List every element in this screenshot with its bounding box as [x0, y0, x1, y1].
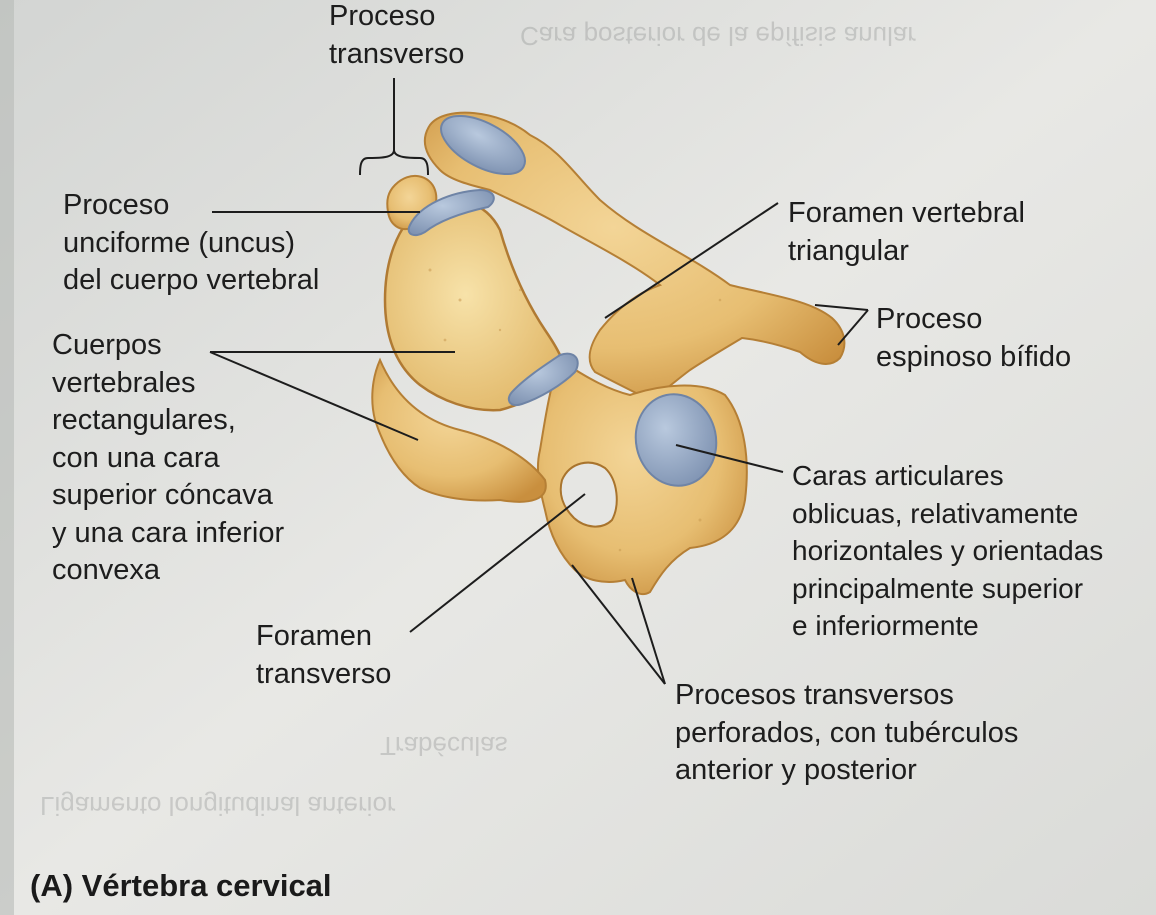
label-line: transverso — [256, 657, 392, 690]
label-line: Procesos transversos — [675, 679, 954, 711]
label-line: horizontales y orientadas — [792, 535, 1104, 566]
label-foramen-transverso: Foramen transverso — [256, 618, 391, 693]
label-foramen-vertebral: Foramen vertebral triangular — [788, 195, 1025, 270]
superior-facet-top — [440, 114, 526, 176]
label-line: vertebrales — [52, 366, 196, 399]
uncus-cartilage — [407, 188, 495, 237]
label-line: con una cara — [52, 441, 220, 474]
leader-espinoso-2 — [837, 309, 869, 346]
show-through-text-3: Ligamento longitudinal anterior — [40, 791, 396, 821]
leader-cuerpos-2 — [209, 351, 419, 441]
label-line: Foramen vertebral — [788, 197, 1025, 229]
label-procesos-transversos: Procesos transversos perforados, con tub… — [675, 677, 1018, 790]
show-through-text-1: Cara posterior de la epífisis anular — [520, 21, 916, 51]
label-line: oblicuas, relativamente — [792, 497, 1079, 529]
label-line: anterior y posterior — [675, 754, 917, 786]
label-line: transverso — [329, 37, 465, 70]
label-proceso-espinoso: Proceso espinoso bífido — [876, 301, 1071, 376]
label-line: unciforme (uncus) — [63, 226, 296, 259]
show-through-text-2: Trabéculas — [380, 731, 508, 761]
label-line: Proceso — [329, 0, 436, 32]
label-line: e inferiormente — [792, 610, 979, 641]
leader-foramen-vertebral — [604, 202, 779, 319]
bone-texture — [428, 268, 722, 552]
vertebral-body-lower — [371, 357, 547, 503]
label-line: rectangulares, — [52, 404, 236, 436]
label-proceso-transverso: Proceso transverso — [329, 0, 464, 73]
label-line: espinoso bífido — [876, 340, 1072, 373]
label-line: y una cara inferior — [52, 516, 285, 549]
label-line: Caras articulares — [792, 460, 1004, 491]
label-cuerpos-vertebrales: Cuerpos vertebrales rectangulares, con u… — [52, 327, 284, 590]
leader-lines — [209, 78, 869, 685]
label-line: principalmente superior — [792, 572, 1084, 604]
leader-foramen-transverso — [409, 493, 586, 633]
leader-procesos-1 — [571, 564, 666, 685]
label-line: triangular — [788, 234, 909, 267]
figure-caption: (A) Vértebra cervical — [30, 868, 332, 903]
uncus-cartilage-right — [507, 352, 579, 406]
leader-espinoso-1 — [814, 304, 869, 311]
label-line: Proceso — [876, 303, 983, 335]
label-line: perforados, con tubérculos — [675, 716, 1019, 749]
leader-procesos-2 — [631, 577, 666, 685]
bracket-proceso-transverso — [359, 78, 429, 176]
label-line: Proceso — [63, 189, 170, 221]
label-line: convexa — [52, 554, 161, 586]
label-line: del cuerpo vertebral — [63, 264, 320, 296]
leader-caras — [675, 444, 784, 473]
label-line: superior cóncava — [52, 479, 273, 511]
vertebral-arch — [423, 111, 846, 402]
articular-facet — [634, 393, 718, 487]
label-caras-articulares: Caras articulares oblicuas, relativament… — [792, 457, 1103, 645]
page-edge-shadow — [0, 0, 14, 915]
label-proceso-unciforme: Proceso unciforme (uncus) del cuerpo ver… — [63, 187, 319, 300]
label-line: Foramen — [256, 620, 373, 652]
label-line: Cuerpos — [52, 329, 162, 361]
